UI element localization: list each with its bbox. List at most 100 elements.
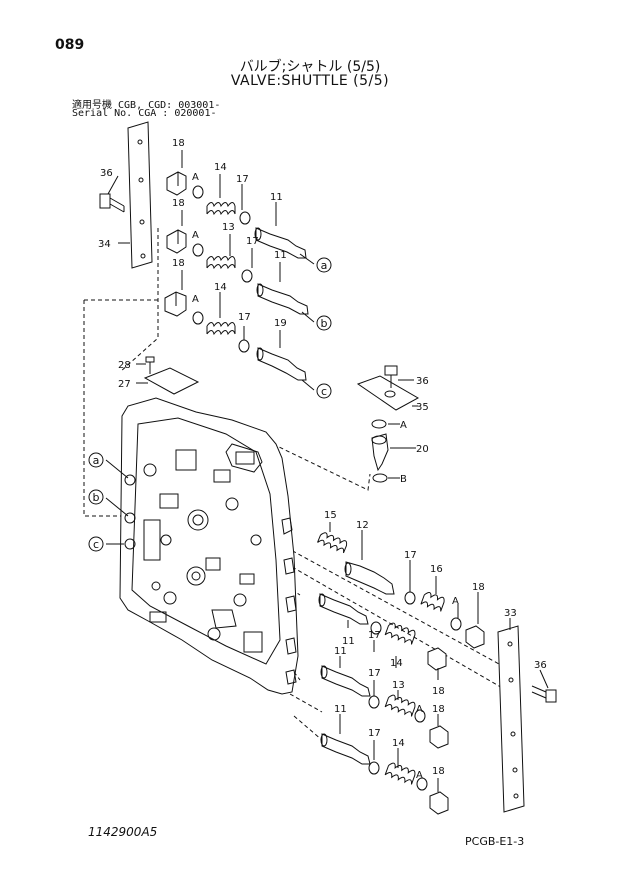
spool-12 — [344, 561, 395, 595]
callout-18: 18 — [172, 198, 185, 209]
cap-18-row3 — [164, 291, 187, 317]
screw-28 — [145, 356, 155, 374]
page-number: 089 — [55, 37, 85, 53]
spring-15 — [317, 532, 348, 554]
callout-a: A — [400, 420, 407, 431]
circle-refs: a b c a b c — [88, 257, 332, 552]
oring-a-row1 — [192, 185, 204, 199]
callout-b: B — [400, 474, 407, 485]
sheet-code: PCGB-E1-3 — [465, 835, 525, 848]
valve-housing — [119, 397, 299, 695]
serial-line-2: Serial No. CGA : 020001- — [72, 108, 217, 119]
plate-34 — [127, 121, 153, 269]
spring-13-row2 — [206, 256, 236, 270]
callout-18: 18 — [432, 686, 445, 697]
leaders-row3 — [181, 270, 281, 348]
callout-14: 14 — [392, 738, 405, 749]
callout-11: 11 — [334, 704, 347, 715]
callout-17: 17 — [368, 630, 381, 641]
cap-18-r1 — [465, 625, 485, 649]
ring-17-r4 — [368, 761, 380, 775]
callout-13: 13 — [392, 680, 405, 691]
cap-18-r4 — [429, 791, 449, 815]
callout-15: 15 — [324, 510, 337, 521]
cover-plate-27 — [143, 367, 200, 395]
oring-a-plug — [371, 419, 387, 429]
oring-a-r1 — [450, 617, 462, 631]
callout-a: A — [192, 172, 199, 183]
oring-a-r3 — [414, 709, 426, 723]
callout-14: 14 — [214, 282, 227, 293]
ring-17-row2 — [241, 269, 253, 283]
callout-20: 20 — [416, 444, 429, 455]
ref-a-upper: a — [321, 259, 328, 272]
callout-28: 28 — [118, 360, 131, 371]
cap-18-r2 — [427, 647, 447, 671]
callout-11: 11 — [274, 250, 287, 261]
callout-17: 17 — [236, 174, 249, 185]
callout-numbers: 36 34 18 A 14 17 11 18 A 13 17 11 18 A 1… — [98, 138, 547, 781]
callout-34: 34 — [98, 239, 111, 250]
spring-14-r4 — [384, 762, 416, 785]
cap-18-row2 — [166, 229, 187, 254]
leaders-row2 — [181, 210, 281, 282]
callout-17: 17 — [368, 668, 381, 679]
callout-11: 11 — [334, 646, 347, 657]
oring-a-r4 — [416, 777, 428, 791]
callout-a: A — [192, 294, 199, 305]
callout-14: 14 — [214, 162, 227, 173]
ring-17-r3 — [368, 695, 380, 709]
callout-36: 36 — [416, 376, 429, 387]
ring-17-row3 — [238, 339, 250, 353]
bolt-36-right — [384, 365, 398, 388]
callout-35: 35 — [416, 402, 429, 413]
callout-a: A — [416, 770, 423, 781]
plate-33 — [497, 625, 525, 813]
callout-a: A — [416, 704, 423, 715]
cap-18-row1 — [166, 171, 187, 196]
cover-35 — [356, 375, 420, 411]
callout-11: 11 — [342, 636, 355, 647]
callout-16: 16 — [430, 564, 443, 575]
ref-b-body: b — [93, 491, 100, 504]
bolt-36-upper — [99, 193, 125, 213]
cap-18-r3 — [429, 725, 449, 749]
callout-17: 17 — [404, 550, 417, 561]
oring-a-row2 — [192, 243, 204, 257]
spring-13-r3 — [384, 694, 416, 717]
callout-19: 19 — [274, 318, 287, 329]
ref-c-body: c — [93, 538, 99, 551]
oring-b-plug — [372, 473, 388, 483]
ring-17-r2 — [370, 621, 382, 635]
callout-a: A — [452, 596, 459, 607]
callout-18: 18 — [172, 258, 185, 269]
callout-17: 17 — [246, 236, 259, 247]
callout-18: 18 — [472, 582, 485, 593]
spring-14-row3 — [206, 322, 236, 336]
callout-18: 18 — [172, 138, 185, 149]
title-english: VALVE:SHUTTLE (5/5) — [230, 73, 390, 89]
callout-17: 17 — [368, 728, 381, 739]
ring-17-r1 — [404, 591, 416, 605]
serial-line-1: 適用号機 CGB, CGD: 003001- — [72, 100, 221, 111]
plug-20 — [371, 433, 389, 472]
spool-11-r4 — [320, 733, 371, 765]
spool-11-r2 — [318, 593, 369, 625]
leaders-abc-left — [105, 459, 129, 545]
leader-36-upper — [107, 175, 119, 195]
callout-a: A — [192, 230, 199, 241]
callout-13: 13 — [222, 222, 235, 233]
oring-a-row3 — [192, 311, 204, 325]
spring-14-r2 — [384, 622, 416, 645]
spool-19-row3 — [256, 347, 307, 381]
callout-36: 36 — [100, 168, 113, 179]
spool-11-row2 — [256, 283, 309, 315]
callout-11: 11 — [270, 192, 283, 203]
callout-18: 18 — [432, 704, 445, 715]
ref-c-upper: c — [321, 385, 327, 398]
callout-12: 12 — [356, 520, 369, 531]
leaders-row1 — [181, 150, 277, 226]
callout-27: 27 — [118, 379, 131, 390]
callout-17: 17 — [238, 312, 251, 323]
